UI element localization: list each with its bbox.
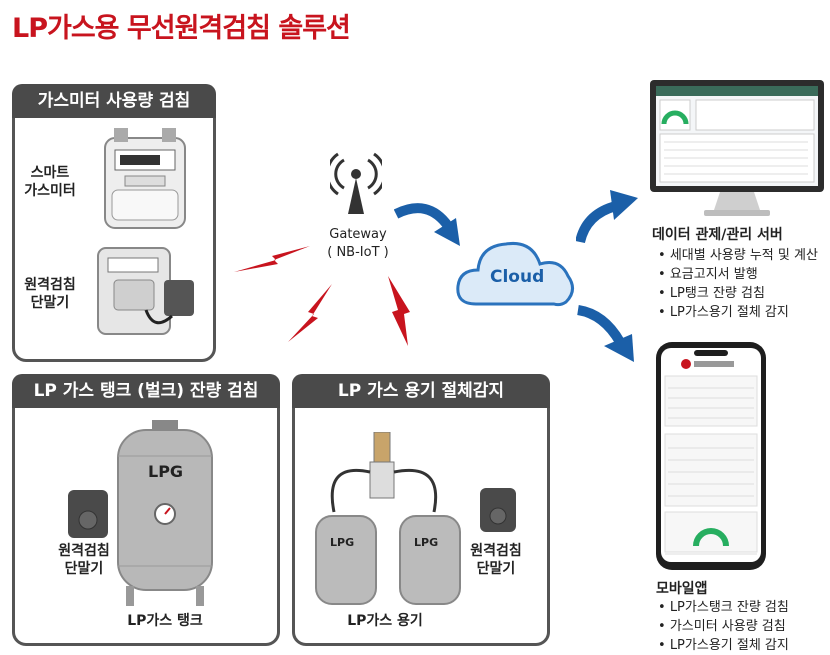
gas-meter-panel-header: 가스미터 사용량 검침 [12,84,216,118]
lightning-bolt-icon [234,246,310,272]
smart-gas-meter-image [104,128,186,229]
cylinder-left-lpg-text: LPG [330,536,355,549]
antenna-icon [330,152,382,214]
cylinder-right-lpg-text: LPG [414,536,439,549]
list-item: LP가스용기 절체 감지 [658,303,818,322]
list-item: 가스미터 사용량 검침 [658,617,789,636]
cylinder-caption: LP가스 용기 [347,613,423,629]
mobile-feature-list: LP가스탱크 잔량 검침 가스미터 사용량 검침 LP가스용기 절체 감지 [658,598,789,655]
meter-terminal-image [97,247,194,335]
arrow-to-cloud-icon [394,203,460,246]
cylinder-terminal-image [480,488,516,532]
lpg-tank-image [117,420,213,606]
tank-lpg-text: LPG [148,462,184,481]
arrow-to-mobile-icon [576,305,634,362]
cloud-icon [456,241,574,307]
gas-cylinders-image [315,432,461,605]
gateway-label: Gateway( NB-IoT ) [327,227,389,260]
list-item: 요금고지서 발행 [658,265,818,284]
page-title: LP가스용 무선원격검침 솔루션 [12,13,351,44]
lightning-bolt-icon [288,284,332,342]
arrow-to-server-icon [576,190,638,244]
list-item: LP탱크 잔량 검침 [658,284,818,303]
server-title: 데이터 관제/관리 서버 [652,227,783,243]
mobile-title: 모바일앱 [656,581,708,597]
cylinder-panel-header: LP 가스 용기 절체감지 [292,374,550,408]
server-monitor-image [650,80,824,216]
server-feature-list: 세대별 사용량 누적 및 계산 요금고지서 발행 LP탱크 잔량 검침 LP가스… [658,246,818,322]
tank-terminal-image [68,490,108,538]
tank-caption: LP가스 탱크 [127,613,203,629]
list-item: LP가스탱크 잔량 검침 [658,598,789,617]
list-item: 세대별 사용량 누적 및 계산 [658,246,818,265]
tank-panel-header: LP 가스 탱크 (벌크) 잔량 검침 [12,374,280,408]
mobile-phone-image [656,342,766,570]
lightning-bolt-icon [388,276,410,346]
list-item: LP가스용기 절체 감지 [658,636,789,655]
cloud-label: Cloud [490,267,545,287]
